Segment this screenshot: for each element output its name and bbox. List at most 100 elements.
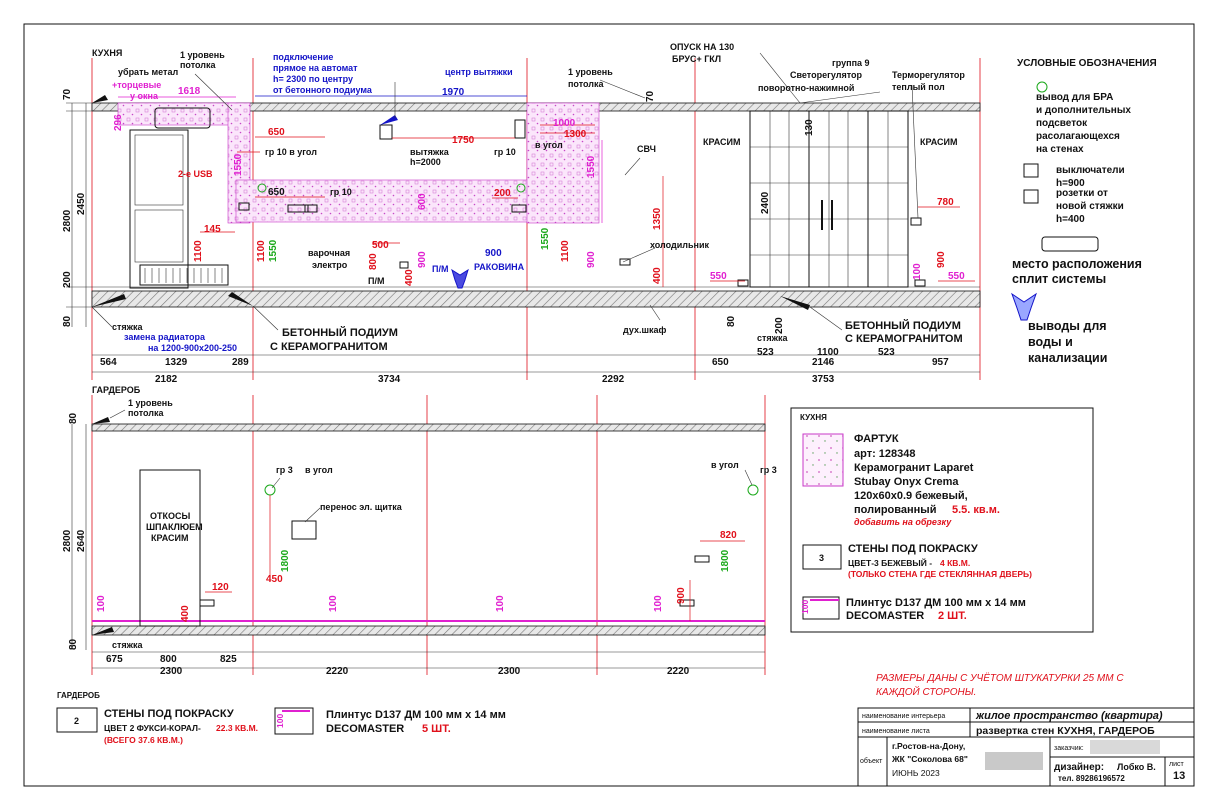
tb-obj1: г.Ростов-на-Дону, bbox=[892, 741, 965, 751]
label-ends: +торцевые bbox=[112, 80, 161, 90]
label-gr3-a: гр 3 bbox=[276, 465, 293, 475]
dim-h70b: 70 bbox=[645, 90, 656, 102]
legend-title: УСЛОВНЫЕ ОБОЗНАЧЕНИЯ bbox=[1017, 58, 1157, 69]
label-remove-metal: убрать метал bbox=[118, 67, 178, 77]
dim-400b: 400 bbox=[652, 267, 663, 284]
dim-3753: 3753 bbox=[812, 374, 835, 385]
dim-h2800: 2800 bbox=[62, 209, 73, 232]
info-walls-title: СТЕНЫ ПОД ПОКРАСКУ bbox=[848, 543, 978, 555]
dim-650: 650 bbox=[268, 127, 285, 138]
dim-w-2300a: 2300 bbox=[160, 666, 183, 677]
label-radiator-b: на 1200-900х200-250 bbox=[148, 343, 237, 353]
info-walls-note: (ТОЛЬКО СТЕНА ГДЕ СТЕКЛЯННАЯ ДВЕРЬ) bbox=[848, 569, 1032, 579]
dim-900a: 900 bbox=[417, 251, 428, 268]
wardrobe-num: 2 bbox=[74, 716, 79, 726]
info-art: арт: 128348 bbox=[854, 448, 916, 460]
dim-1750: 1750 bbox=[452, 135, 475, 146]
split-symbol bbox=[1041, 236, 1099, 252]
info-l4: полированный bbox=[854, 504, 936, 516]
wardrobe-plinth-b: DECOMASTER bbox=[326, 723, 404, 735]
dim-900c: 900 bbox=[586, 251, 597, 268]
dim-1100d: 1100 bbox=[817, 347, 839, 358]
label-pm-2: П/М bbox=[432, 264, 448, 274]
legend-water-a: выводы для bbox=[1028, 319, 1107, 333]
label-panel: перенос эл. щитка bbox=[320, 502, 403, 512]
tb-phone: тел. 89286196572 bbox=[1058, 774, 1125, 783]
legend-bra-a: вывод для БРА bbox=[1036, 92, 1113, 103]
dim-500: 500 bbox=[372, 240, 389, 251]
info-walls-area: 4 КВ.М. bbox=[940, 558, 970, 568]
info-box bbox=[790, 407, 1094, 633]
switch-symbol bbox=[1023, 163, 1039, 178]
dim-1350: 1350 bbox=[652, 207, 663, 230]
label-level1-w-b: потолка bbox=[128, 408, 164, 418]
dim-296: 296 bbox=[113, 114, 124, 131]
tile-top-window bbox=[117, 102, 237, 126]
tb-sheet-value: развертка стен КУХНЯ, ГАРДЕРОБ bbox=[976, 725, 1155, 737]
label-radiator: замена радиатора bbox=[124, 332, 206, 342]
dim-1550g: 1550 bbox=[268, 239, 279, 262]
dim-1970: 1970 bbox=[442, 87, 465, 98]
label-level1-c: 1 уровень bbox=[568, 67, 613, 77]
label-pm-1: П/М bbox=[368, 276, 384, 286]
dim-1550b: 1550 bbox=[586, 155, 597, 178]
dim-1550a: 1550 bbox=[233, 153, 244, 176]
dim-w-100b: 100 bbox=[328, 595, 339, 612]
dim-w-h2800: 2800 bbox=[62, 529, 73, 552]
label-slopes-a: ОТКОСЫ bbox=[150, 511, 190, 521]
label-hood-b: h=2000 bbox=[410, 157, 441, 167]
label-oven: дух.шкаф bbox=[623, 325, 666, 335]
title-block bbox=[857, 707, 1195, 787]
label-sink: РАКОВИНА bbox=[474, 262, 525, 272]
info-plinth-qty: 2 ШТ. bbox=[938, 610, 967, 622]
dim-1329: 1329 bbox=[165, 357, 188, 368]
info-l2: Stubay Onyx Crema bbox=[854, 476, 959, 488]
tb-interior-label: наименование интерьера bbox=[862, 713, 945, 720]
info-apron: ФАРТУК bbox=[854, 433, 899, 445]
dim-w-h80a: 80 bbox=[68, 412, 79, 424]
label-dimmer-b: поворотно-нажимной bbox=[758, 83, 854, 93]
dim-523a: 523 bbox=[757, 347, 774, 358]
socket-symbol bbox=[1023, 189, 1039, 204]
dim-3734: 3734 bbox=[378, 374, 401, 385]
info-kitchen: КУХНЯ bbox=[800, 413, 827, 422]
floor-podium bbox=[91, 290, 981, 308]
label-level1: 1 уровень bbox=[180, 50, 225, 60]
label-thermo: Терморегулятор bbox=[892, 70, 965, 80]
wardrobe-color: ЦВЕТ 2 ФУКСИ-КОРАЛ- bbox=[104, 723, 201, 733]
label-dimmer: Светорегулятор bbox=[790, 70, 862, 80]
dim-w-h2640: 2640 bbox=[76, 529, 87, 552]
tb-list-num: 13 bbox=[1173, 770, 1185, 782]
legend-water-c: канализации bbox=[1028, 351, 1107, 365]
label-level1-d: потолка bbox=[568, 79, 604, 89]
label-kitchen: КУХНЯ bbox=[92, 48, 122, 58]
dim-h70a: 70 bbox=[62, 88, 73, 100]
wardrobe-elevation bbox=[71, 395, 766, 675]
label-conn: подключение bbox=[273, 52, 333, 62]
dim-1000: 1000 bbox=[553, 118, 576, 129]
legend-split-a: место расположения bbox=[1012, 257, 1142, 271]
info-plinth-b: DECOMASTER bbox=[846, 610, 924, 622]
dim-w-1800b: 1800 bbox=[720, 549, 731, 572]
label-in-corner: в угол bbox=[535, 140, 563, 150]
dim-550a: 550 bbox=[710, 271, 727, 282]
label-screed-2: стяжка bbox=[757, 333, 789, 343]
legend-bra-d: расолагающехся bbox=[1036, 131, 1120, 142]
dim-w-2220b: 2220 bbox=[667, 666, 690, 677]
legend-water-b: воды и bbox=[1028, 335, 1073, 349]
dim-1618: 1618 bbox=[178, 86, 201, 97]
info-walls-num: 3 bbox=[819, 553, 824, 563]
label-hob: варочная bbox=[308, 248, 350, 258]
label-podium-d: С КЕРАМОГРАНИТОМ bbox=[845, 333, 963, 345]
label-podium-a: БЕТОННЫЙ ПОДИУМ bbox=[282, 326, 398, 339]
label-in-corner-a: в угол bbox=[305, 465, 333, 475]
label-drop: ОПУСК НА 130 bbox=[670, 42, 734, 52]
dim-550b: 550 bbox=[948, 271, 965, 282]
dim-130: 130 bbox=[804, 119, 815, 136]
legend-bra-b: и дополнительных bbox=[1036, 105, 1131, 116]
dim-400a: 400 bbox=[404, 269, 415, 286]
tb-obj2: ЖК "Соколова 68" bbox=[891, 754, 968, 764]
dim-600: 600 bbox=[417, 193, 428, 210]
legend-so-b: новой стяжки bbox=[1056, 201, 1124, 212]
label-gr10-b: гр 10 bbox=[494, 147, 516, 157]
